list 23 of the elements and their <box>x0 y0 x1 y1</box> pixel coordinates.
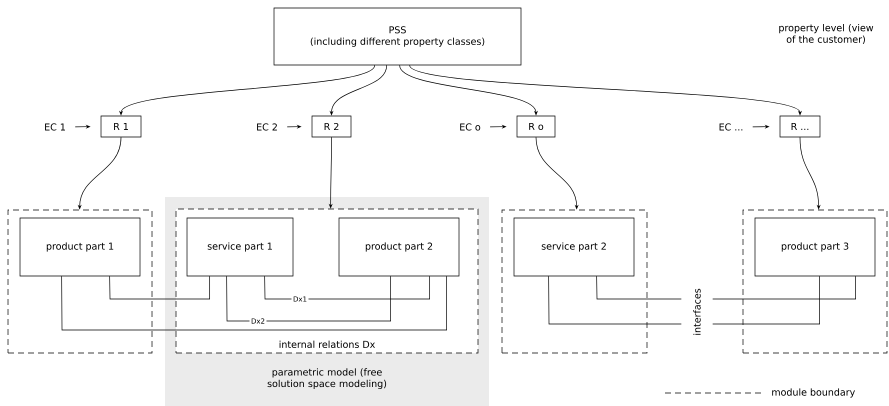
relation-line <box>548 276 820 324</box>
level-label: property level (view of the customer) <box>779 24 874 44</box>
relation-line <box>264 276 430 300</box>
part-box: service part 2 <box>514 218 634 276</box>
requirement-box: R 1 <box>100 116 142 138</box>
requirement-box: R 2 <box>312 116 352 138</box>
requirement-box: R ... <box>780 116 820 138</box>
ec-label: EC ... <box>720 123 742 131</box>
part-box: product part 3 <box>754 218 876 276</box>
relation-line <box>61 276 447 330</box>
interfaces-label: interfaces <box>681 287 713 337</box>
relation-line <box>596 276 856 300</box>
relation-line <box>226 276 391 322</box>
part-box: service part 1 <box>186 218 294 276</box>
requirement-box: R o <box>516 116 556 138</box>
system-box: PSS (including different property classes) <box>274 8 522 66</box>
ec-label: EC o <box>460 123 480 131</box>
ec-label: EC 1 <box>45 123 65 131</box>
part-box: product part 2 <box>338 218 460 276</box>
part-box: product part 1 <box>20 218 140 276</box>
ec-label: EC 2 <box>257 123 277 131</box>
legend-label: module boundary <box>772 388 855 398</box>
relation-line <box>109 276 210 300</box>
